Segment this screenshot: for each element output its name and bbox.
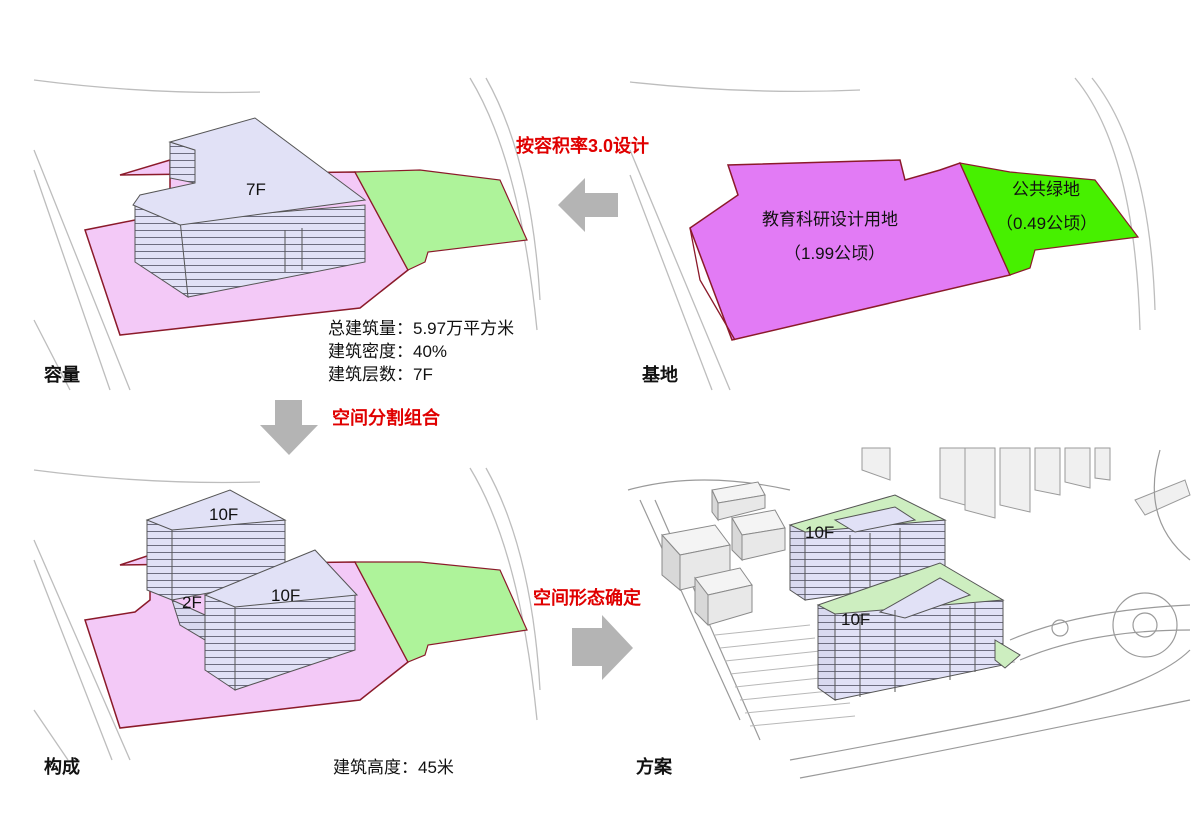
- step-form: 空间形态确定: [533, 588, 641, 608]
- capacity-roads: [33, 77, 541, 391]
- capacity-panel: [33, 77, 541, 391]
- composition-tower-a-roof: [145, 489, 287, 531]
- site-roads: [629, 77, 1156, 391]
- arrow-right-icon: [572, 615, 633, 680]
- capacity-mass-front: [179, 204, 366, 298]
- capacity-title: 容量: [44, 365, 80, 385]
- capacity-mass-roof: [132, 117, 367, 226]
- site-green-area-label: （0.49公顷）: [996, 214, 1098, 233]
- capacity-stat-total-area: 总建筑量：5.97万平方米: [328, 319, 515, 338]
- capacity-stat-floors: 建筑层数：7F: [328, 365, 433, 384]
- scheme-floor-b: 10F: [841, 610, 871, 629]
- step-split: 空间分割组合: [332, 408, 440, 428]
- composition-floor-a: 10F: [209, 505, 239, 524]
- scheme-panel: [627, 447, 1191, 779]
- scheme-title: 方案: [636, 757, 672, 777]
- arrow-down-icon: [260, 400, 318, 455]
- scheme-floor-a: 10F: [805, 523, 835, 542]
- scheme-low-buildings: [661, 481, 786, 627]
- scheme-roads: [627, 449, 1191, 779]
- composition-floor-c: 2F: [182, 593, 202, 612]
- site-edu-land-label: 教育科研设计用地: [762, 210, 898, 229]
- scheme-building-2: [816, 562, 1005, 701]
- site-title: 基地: [642, 365, 678, 385]
- site-edu-area-label: （1.99公顷）: [784, 244, 886, 263]
- capacity-green: [354, 169, 528, 271]
- site-panel: [629, 77, 1156, 391]
- scheme-towers: [861, 447, 1191, 519]
- composition-panel: [33, 467, 541, 761]
- capacity-stat-density: 建筑密度：40%: [328, 342, 448, 361]
- composition-floor-b: 10F: [271, 586, 301, 605]
- site-edu-land: [689, 159, 1012, 341]
- composition-roads: [33, 467, 541, 761]
- step-far-design: 按容积率3.0设计: [516, 136, 650, 156]
- capacity-floor-label: 7F: [246, 180, 266, 199]
- composition-green: [354, 561, 528, 663]
- site-green-label: 公共绿地: [1012, 180, 1080, 199]
- site-green-land: [958, 162, 1140, 276]
- composition-tower-b-roof: [203, 549, 359, 608]
- composition-height: 建筑高度：45米: [333, 758, 454, 777]
- composition-title: 构成: [44, 757, 80, 777]
- arrow-left-icon: [558, 178, 618, 232]
